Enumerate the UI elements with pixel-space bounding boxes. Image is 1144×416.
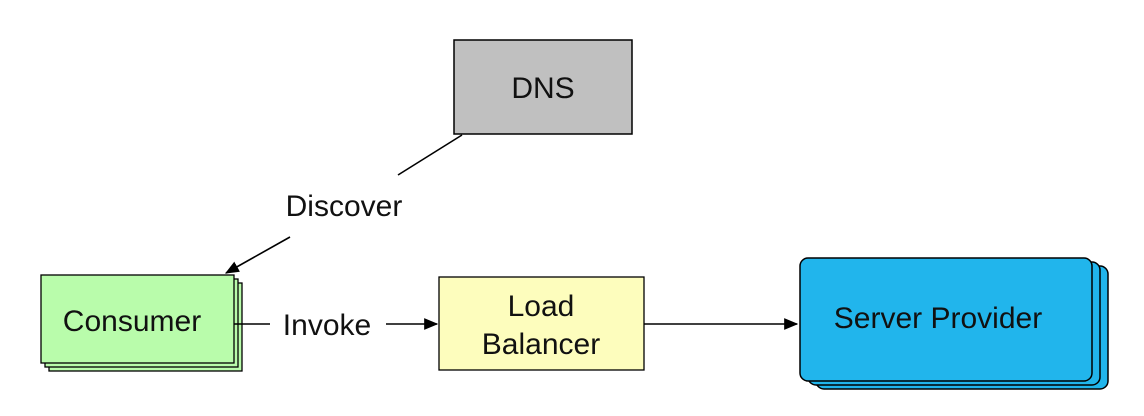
invoke-edge: Invoke [234, 309, 439, 342]
consumer-label: Consumer [63, 305, 201, 338]
load-balancer-label-line1: Load [508, 290, 575, 323]
dns-box [453, 39, 633, 135]
consumer-box [40, 274, 235, 364]
server-provider-label: Server Provider [834, 302, 1042, 335]
load-balancer-label-line2: Balancer [482, 328, 600, 361]
discover-line-upper [397, 134, 463, 176]
consumer-node: Consumer [40, 274, 243, 372]
dns-label: DNS [511, 72, 574, 105]
discover-edge: Discover [224, 134, 463, 274]
server-provider-node: Server Provider [799, 257, 1109, 390]
dns-node: DNS [453, 39, 633, 135]
discover-label: Discover [286, 190, 403, 223]
discover-arrow [224, 236, 291, 274]
load-balancer-node: Load Balancer [438, 276, 645, 371]
invoke-label: Invoke [283, 309, 371, 342]
server-provider-box [799, 257, 1093, 382]
